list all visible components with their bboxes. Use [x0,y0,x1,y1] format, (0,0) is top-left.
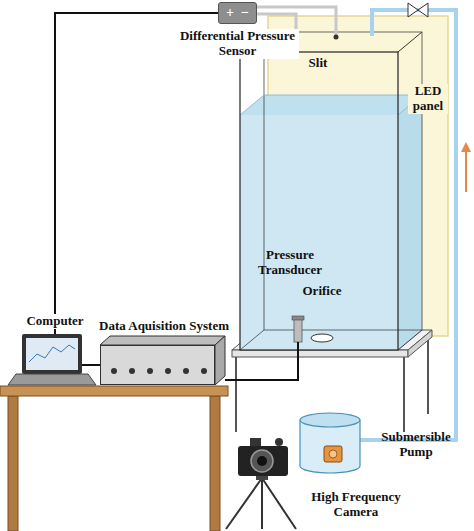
daq-housing-part [183,368,189,374]
pump-bucket [300,413,360,473]
laptop-part [26,338,78,370]
tank-stand-part [403,357,405,432]
desk-part [210,396,220,531]
daq-housing-part [129,368,135,374]
daq-housing [100,336,225,385]
daq-housing-part [111,368,117,374]
daq-housing-part [215,336,225,385]
laptop-part [8,374,96,385]
water-tank-part [240,95,422,115]
camera-part [226,478,296,529]
camera-part [251,450,273,472]
daq-housing-part [201,368,207,374]
laptop [8,334,96,385]
part-label: Submersible Pump [376,430,456,460]
camera-part [250,438,261,447]
part-label: Pressure Transducer [248,248,332,278]
pressure-transducer-part [294,318,302,342]
part-label: Orifice [290,284,354,299]
return-pipe-part [418,3,428,17]
water-tank-part [240,52,398,350]
camera-part [257,456,267,466]
tank-stand-part [427,340,429,414]
signal-wire [225,342,298,380]
sensor-box: +−Differential Pressure Sensor [218,2,257,24]
daq-housing-part [100,336,225,345]
part-label: LED panel [408,84,448,114]
laptop-part [29,345,75,362]
flow-arrow [461,142,471,192]
daq-housing-part [100,345,215,385]
water-tank-part [398,32,422,52]
return-pipe-part [346,10,456,446]
part-label: Computer [20,314,90,329]
pressure-transducer [292,316,304,342]
return-pipe-part [408,3,418,17]
tank-stand-part [232,350,408,357]
return-pipe [346,3,456,446]
polarity-sign: + [226,5,234,21]
sensor-tubing-part [334,35,339,40]
pump-bucket-part [324,446,342,462]
water-tank-part [240,95,422,115]
water-tank-part [398,330,422,350]
node-heading: Differential Pressure Sensor [175,29,299,59]
pump-bucket-part [329,450,337,458]
flow-arrow-part [461,142,471,152]
daq-housing-part [147,368,153,374]
camera-part [275,438,283,446]
daq-box: Data Aquisition System [100,345,215,385]
orifice-hole [311,334,333,342]
desk-part [0,386,228,396]
node-heading: Data Aquisition System [99,319,229,334]
water-tank-part [398,95,422,350]
laptop-part [22,334,82,374]
pump-bucket-part [300,413,360,427]
signal-cable [55,13,218,365]
camera-part [238,446,288,476]
pump-bucket-part [300,420,360,473]
water-tank [240,32,422,350]
desk-part [8,396,18,531]
water-tank-part [240,330,264,350]
desk [0,386,228,531]
tank-stand-part [235,357,237,432]
camera [226,438,296,529]
flow-arrow-part [465,150,467,192]
daq-housing-part [165,368,171,374]
part-label: High Frequency Camera [300,490,412,520]
pressure-transducer-part [292,316,304,320]
part-label: Slit [296,56,340,71]
polarity-sign: − [241,5,249,21]
